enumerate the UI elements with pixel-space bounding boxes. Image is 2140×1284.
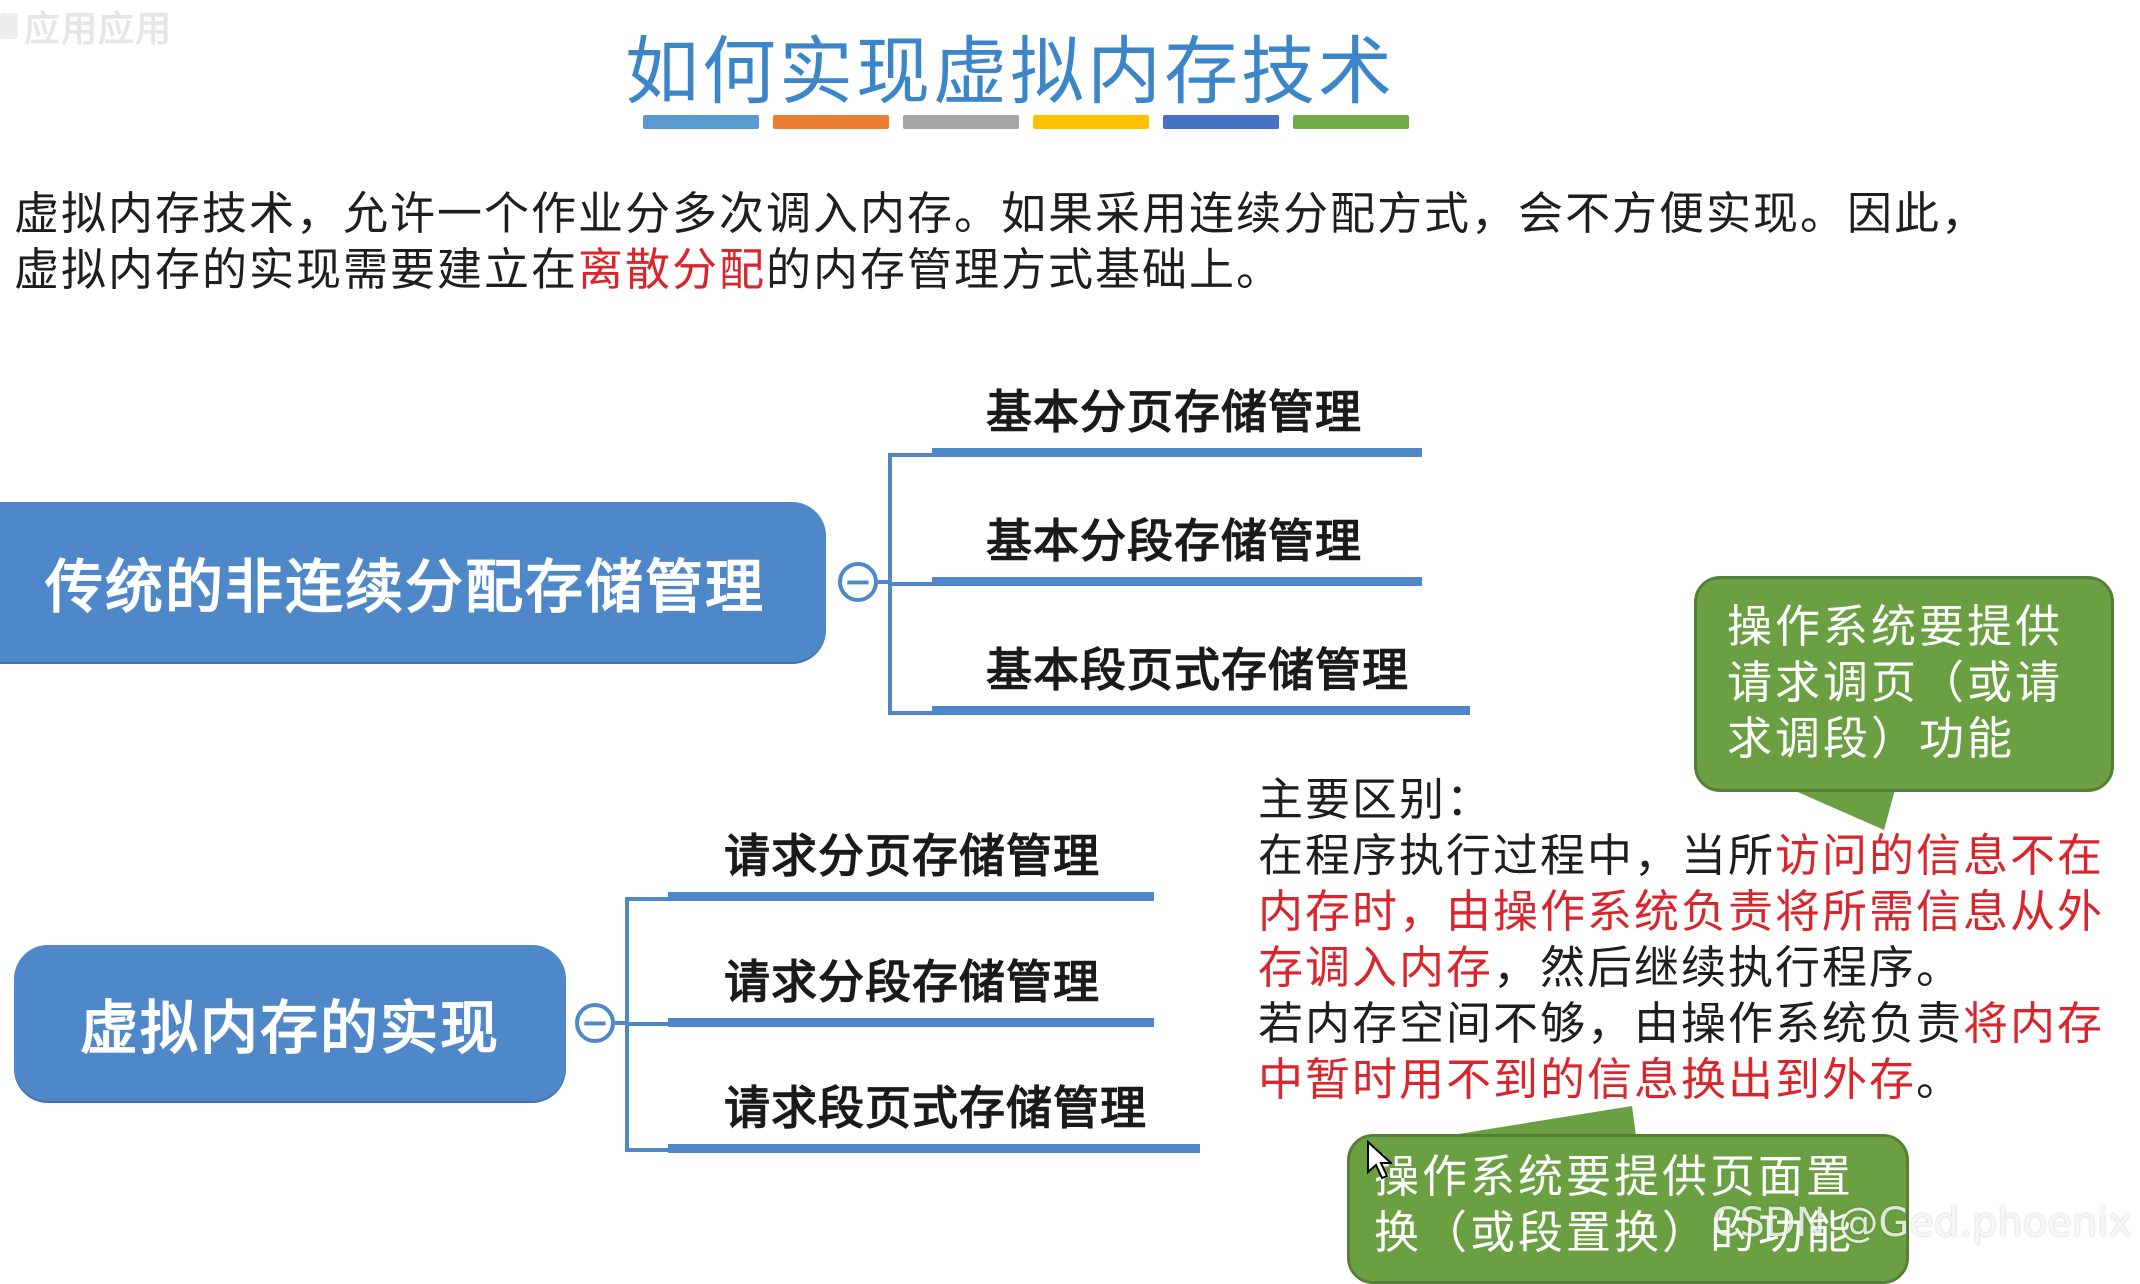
stripe-3 [903, 115, 1019, 129]
title-color-stripes [643, 115, 1409, 129]
branch-stub [625, 1148, 673, 1152]
child-label[interactable]: 基本分页存储管理 [986, 385, 1362, 439]
branch-stub [888, 453, 936, 457]
callout-tail [1784, 786, 1896, 830]
stripe-5 [1163, 115, 1279, 129]
highlight-run: 将内存 [1963, 997, 2105, 1050]
difference-heading: 主要区别： [1258, 773, 1494, 826]
callout-line: 操作系统要提供页面置 [1374, 1150, 1855, 1203]
callout-request-paging: 操作系统要提供 请求调页（或请 求调段）功能 [1694, 576, 2114, 792]
mindmap-node-traditional[interactable]: 传统的非连续分配存储管理 [0, 502, 826, 662]
intro-paragraph: 虚拟内存技术，允许一个作业分多次调入内存。如果采用连续分配方式，会不方便实现。因… [14, 186, 2114, 298]
branch-stub [625, 1022, 673, 1026]
collapse-icon[interactable]: − [838, 562, 878, 602]
child-underline [668, 892, 1154, 901]
highlight-run: 存调入内存 [1258, 941, 1494, 994]
stripe-2 [773, 115, 889, 129]
child-label[interactable]: 请求分页存储管理 [724, 829, 1100, 883]
mouse-cursor-icon [1367, 1140, 1392, 1180]
app-logo: 应用应用 [0, 0, 240, 52]
collapse-icon[interactable]: − [575, 1003, 615, 1043]
child-underline [932, 706, 1470, 715]
mindmap-node-virtual[interactable]: 虚拟内存的实现 [14, 945, 566, 1101]
highlight-run: 中暂时用不到的信息换出到外存 [1258, 1053, 1917, 1106]
text-run: ，然后继续执行程序。 [1493, 941, 1964, 994]
branch-connector [878, 580, 890, 584]
logo-text: 应用应用 [24, 9, 173, 50]
difference-para-2: 若内存空间不够，由操作系统负责将内存中暂时用不到的信息换出到外存。 [1258, 996, 2128, 1108]
child-label[interactable]: 基本分段存储管理 [986, 514, 1362, 568]
callout-line: 请求调页（或请 [1727, 656, 2064, 709]
child-underline [932, 448, 1422, 457]
intro-highlight: 离散分配 [578, 243, 767, 296]
callout-line: 操作系统要提供 [1727, 600, 2064, 653]
stripe-4 [1033, 115, 1149, 129]
text-run: 在程序执行过程中，当所 [1258, 829, 1776, 882]
child-underline [668, 1144, 1200, 1153]
branch-stub [625, 897, 673, 901]
branch-connector [615, 1021, 627, 1025]
callout-line: 求调段）功能 [1727, 712, 2016, 765]
child-label[interactable]: 请求分段存储管理 [724, 955, 1100, 1009]
main-difference: 主要区别： 在程序执行过程中，当所访问的信息不在内存时，由操作系统负责将所需信息… [1258, 772, 2128, 1108]
intro-line-2-start: 虚拟内存的实现需要建立在 [14, 243, 579, 296]
stripe-1 [643, 115, 759, 129]
highlight-run: 内存时，由操作系统负责将所需信息从外 [1258, 885, 2105, 938]
child-label[interactable]: 基本段页式存储管理 [986, 643, 1409, 697]
intro-line-1: 虚拟内存技术，允许一个作业分多次调入内存。如果采用连续分配方式，会不方便实现。因… [14, 187, 1989, 240]
child-underline [932, 577, 1422, 586]
child-underline [668, 1018, 1154, 1027]
watermark: CSDN @Ged.phoenix [1711, 1200, 2132, 1246]
slide-title: 如何实现虚拟内存技术 [625, 29, 1395, 115]
stripe-6 [1293, 115, 1409, 129]
intro-line-2-end: 的内存管理方式基础上。 [766, 243, 1284, 296]
branch-stub [888, 711, 936, 715]
highlight-run: 访问的信息不在 [1775, 829, 2105, 882]
logo-icon [0, 13, 18, 39]
difference-para-1: 在程序执行过程中，当所访问的信息不在内存时，由操作系统负责将所需信息从外存调入内… [1258, 828, 2128, 996]
callout-tail [1446, 1106, 1636, 1136]
callout-line: 换（或段置换）的功能 [1374, 1206, 1855, 1259]
text-run: 。 [1916, 1053, 1964, 1106]
child-label[interactable]: 请求段页式存储管理 [724, 1081, 1147, 1135]
text-run: 若内存空间不够，由操作系统负责 [1258, 997, 1964, 1050]
intro-line-2: 虚拟内存的实现需要建立在离散分配的内存管理方式基础上。 [14, 242, 2114, 298]
branch-stub [888, 582, 936, 586]
